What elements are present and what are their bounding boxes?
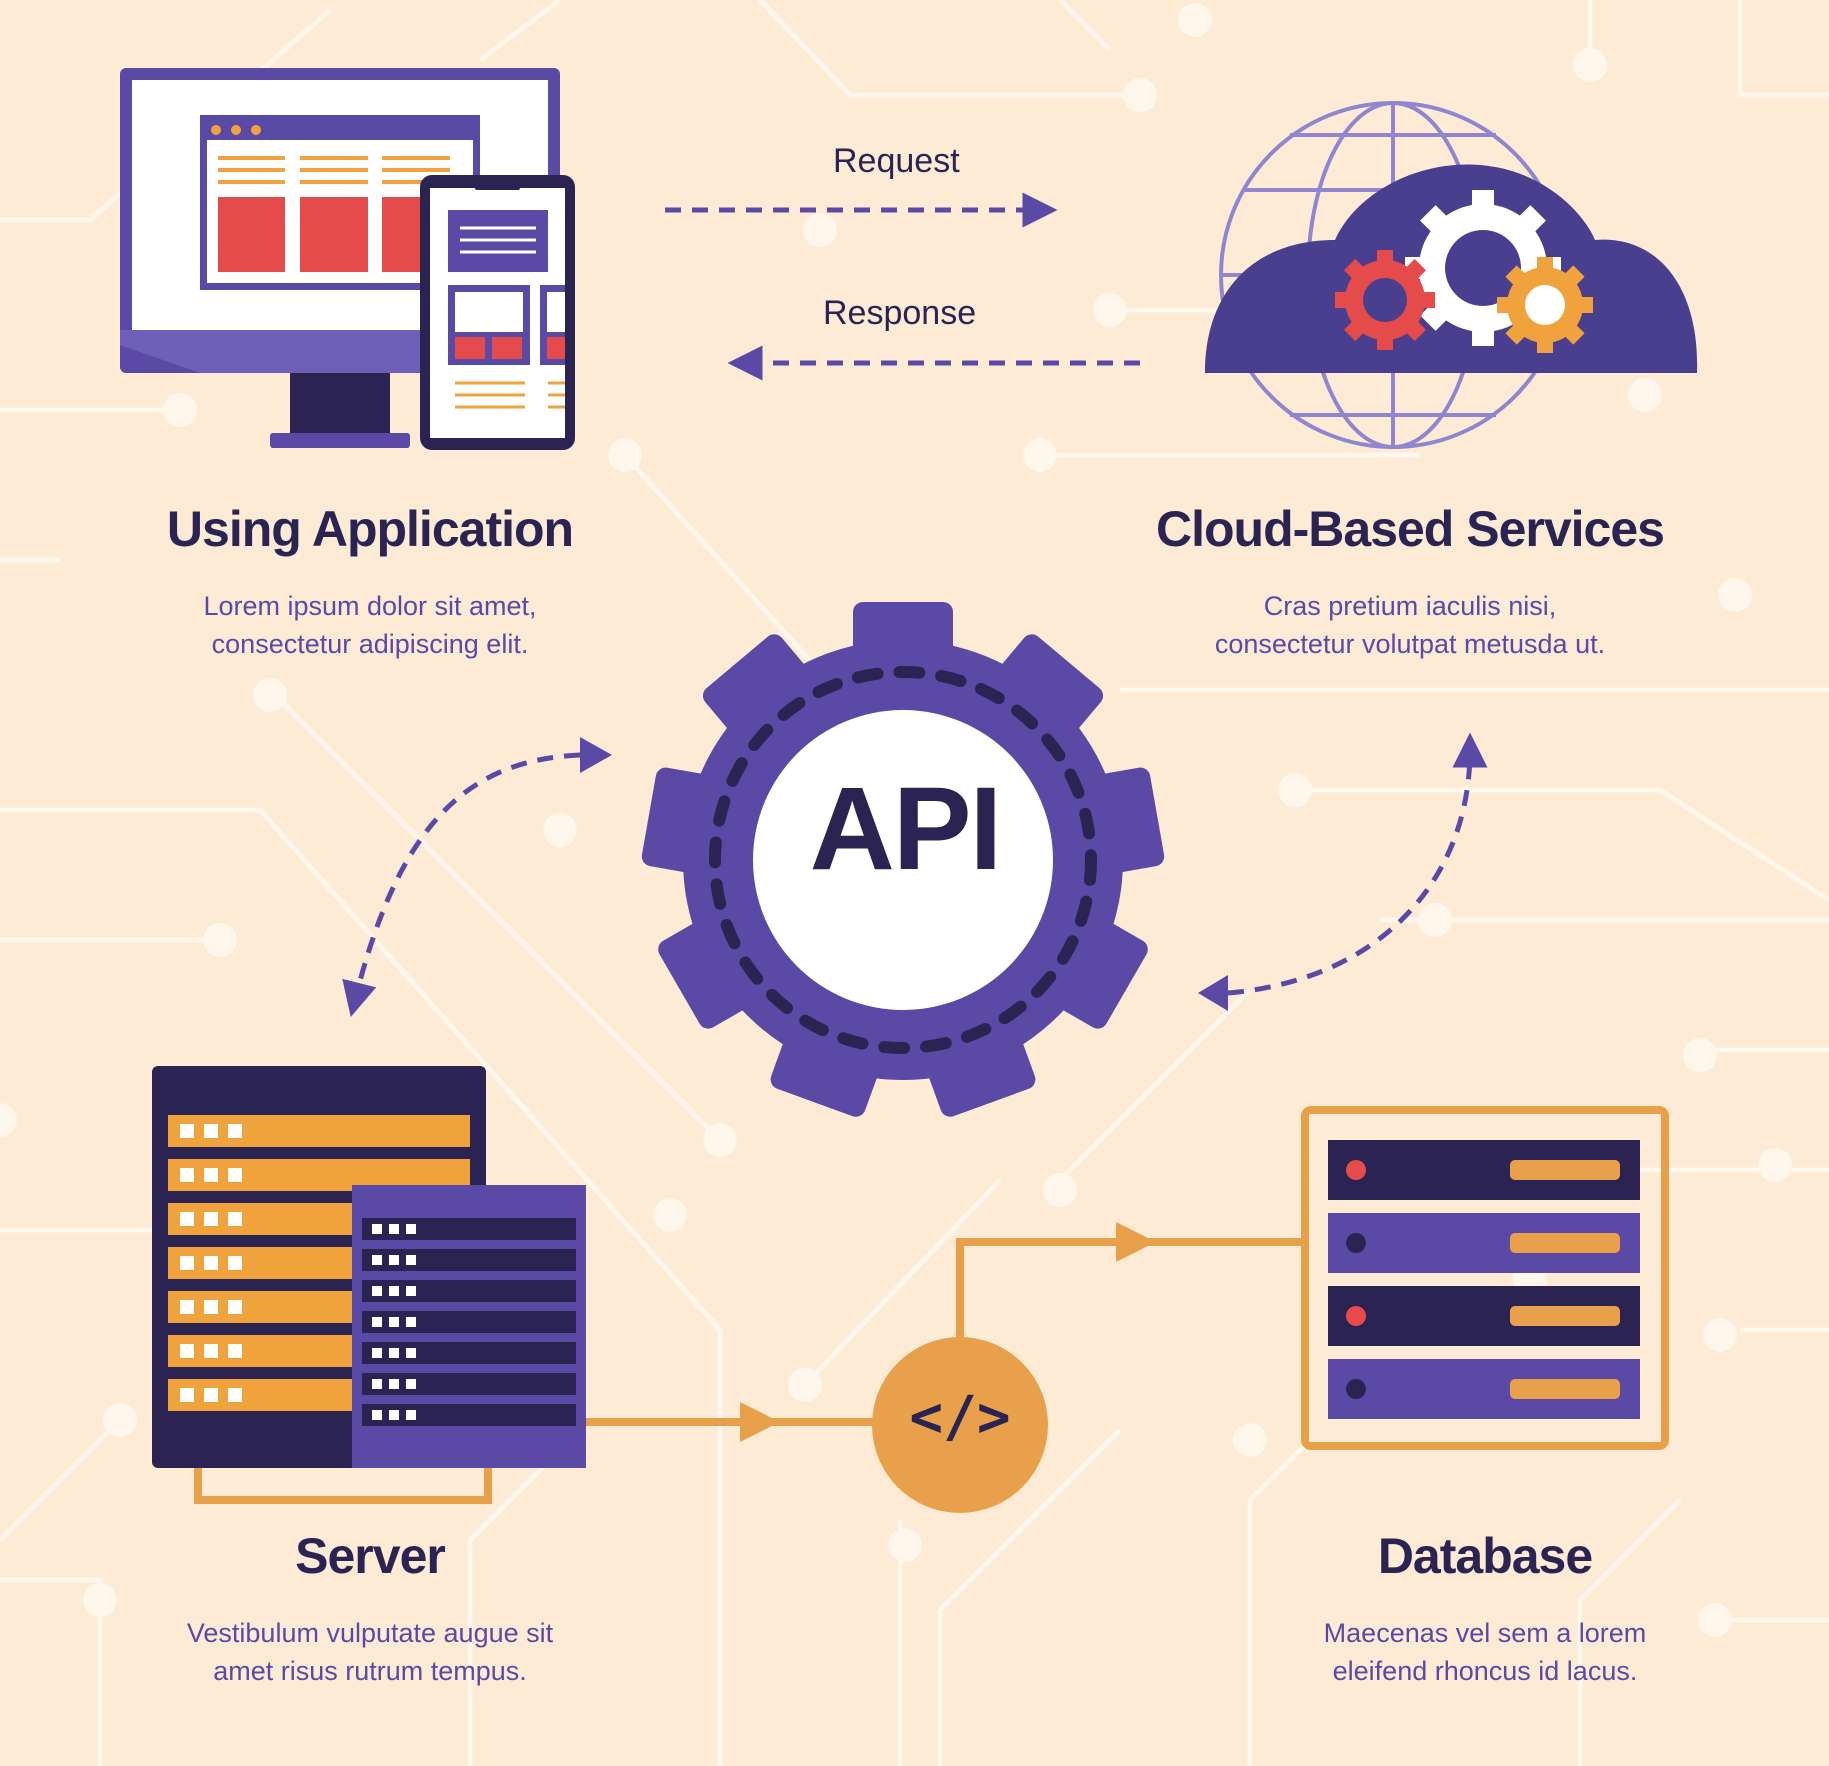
- api-label: API: [809, 763, 1003, 895]
- server-code-db-flow: [586, 1222, 1302, 1442]
- api-cloud-arrow: [1227, 732, 1488, 996]
- response-label: Response: [823, 294, 977, 332]
- server-desc-line2: amet risus rutrum tempus.: [213, 1656, 527, 1686]
- code-label: </>: [909, 1385, 1011, 1450]
- server-desc-line1: Vestibulum vulputate augue sit: [186, 1618, 554, 1648]
- api-server-arrow-head: [580, 737, 612, 773]
- api-server-arrow: [342, 752, 581, 1017]
- database-title: Database: [1377, 1528, 1593, 1584]
- cloud-title: Cloud-Based Services: [1156, 501, 1665, 557]
- database-description: Maecenas vel sem a lorem eleifend rhoncu…: [1250, 1614, 1720, 1690]
- database-icon: [1301, 1106, 1669, 1450]
- application-title: Using Application: [166, 501, 574, 557]
- application-description: Lorem ipsum dolor sit amet, consectetur …: [140, 587, 600, 663]
- database-desc-line2: eleifend rhoncus id lacus.: [1332, 1656, 1638, 1686]
- server-description: Vestibulum vulputate augue sit amet risu…: [140, 1614, 600, 1690]
- monitor-phone-icon: [120, 68, 575, 450]
- cloud-desc-line1: Cras pretium iaculis nisi,: [1263, 591, 1557, 621]
- application-desc-line1: Lorem ipsum dolor sit amet,: [203, 591, 537, 621]
- server-title: Server: [295, 1528, 446, 1584]
- circuit-nodes: [0, 3, 1792, 1637]
- gear-icon: [641, 602, 1165, 1117]
- application-desc-line2: consectetur adipiscing elit.: [211, 629, 529, 659]
- request-label: Request: [833, 142, 960, 180]
- server-rack-icon: [152, 1066, 586, 1504]
- cloud-globe-gears-icon: [1205, 101, 1698, 449]
- cloud-desc-line2: consectetur volutpat metusda ut.: [1214, 629, 1606, 659]
- code-icon: [872, 1337, 1048, 1513]
- api-cloud-arrow-head: [1198, 975, 1228, 1011]
- cloud-description: Cras pretium iaculis nisi, consectetur v…: [1140, 587, 1680, 663]
- database-desc-line1: Maecenas vel sem a lorem: [1323, 1618, 1647, 1648]
